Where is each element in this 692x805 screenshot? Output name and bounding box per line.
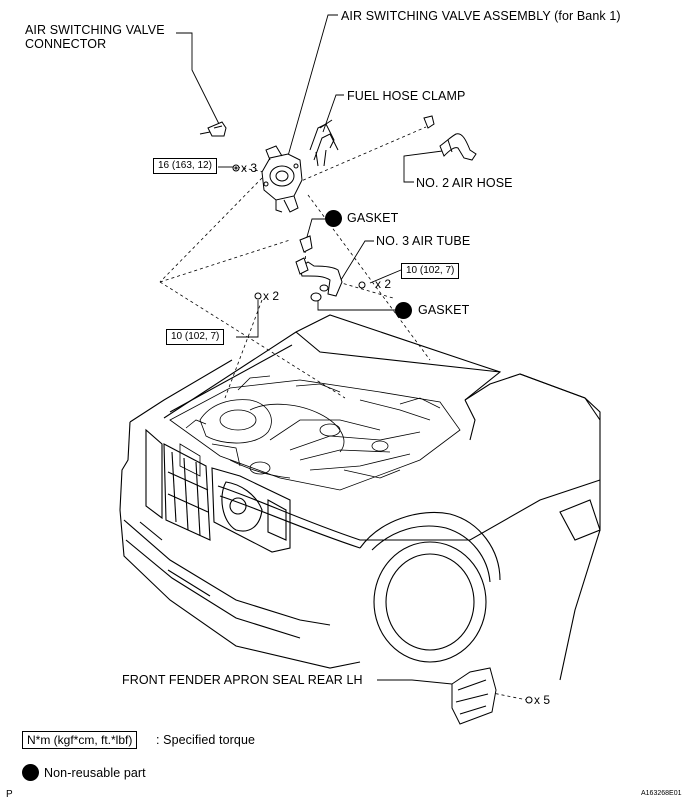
leader-lines [176,14,453,685]
engine-compartment-detail [169,375,461,491]
lower-gasket-part [310,292,322,302]
tube-nut-right-torque-box: 10 (102, 7) [401,263,460,279]
upper-gasket-part [299,235,313,253]
upper-gasket-label: GASKET [347,211,399,225]
torque-legend-box: N*m (kgf*cm, ft.*lbf) [22,731,138,749]
asv-bolt-part [232,164,240,172]
dashed-assembly-lines [159,126,528,701]
nonreusable-legend-text: Non-reusable part [44,766,146,780]
no2-air-hose-label: NO. 2 AIR HOSE [416,176,513,190]
figure-id: A163268E01 [641,790,682,797]
fender-clip-part [525,696,533,704]
fuel-hose-clamp-part [309,119,339,167]
nonreusable-marker-icon [325,210,342,227]
nonreusable-marker-icon [395,302,412,319]
torque-legend-text: : Specified torque [156,733,256,747]
page-letter: P [6,789,13,800]
asv-bolt-quantity: x 3 [241,161,258,175]
lower-gasket-label: GASKET [418,303,470,317]
asv-assembly-part [261,145,303,213]
fuel-hose-clamp-label: FUEL HOSE CLAMP [347,89,466,103]
no3-air-tube-label: NO. 3 AIR TUBE [376,234,471,248]
tube-nut-left-part [254,292,262,300]
fender-clip-quantity: x 5 [534,693,551,707]
asv-bolt-torque-box: 16 (163, 12) [153,158,217,174]
no3-air-tube-part [295,257,343,297]
asv-assembly-label: AIR SWITCHING VALVE ASSEMBLY (for Bank 1… [341,9,621,23]
fender-apron-seal-label: FRONT FENDER APRON SEAL REAR LH [122,673,363,687]
tube-nut-left-torque-box: 10 (102, 7) [166,329,225,345]
no2-air-hose-part [423,115,477,161]
tube-nut-right-quantity: x 2 [375,277,392,291]
asv-connector-part [199,121,227,137]
asv-connector-label-line1: AIR SWITCHING VALVE [25,23,165,37]
vehicle-body-outline [119,314,601,681]
nonreusable-legend-icon [22,764,39,781]
tube-nut-left-quantity: x 2 [263,289,280,303]
tube-nut-right-part [358,281,366,289]
fender-apron-seal-part [451,667,497,725]
asv-connector-label-line2: CONNECTOR [25,37,107,51]
